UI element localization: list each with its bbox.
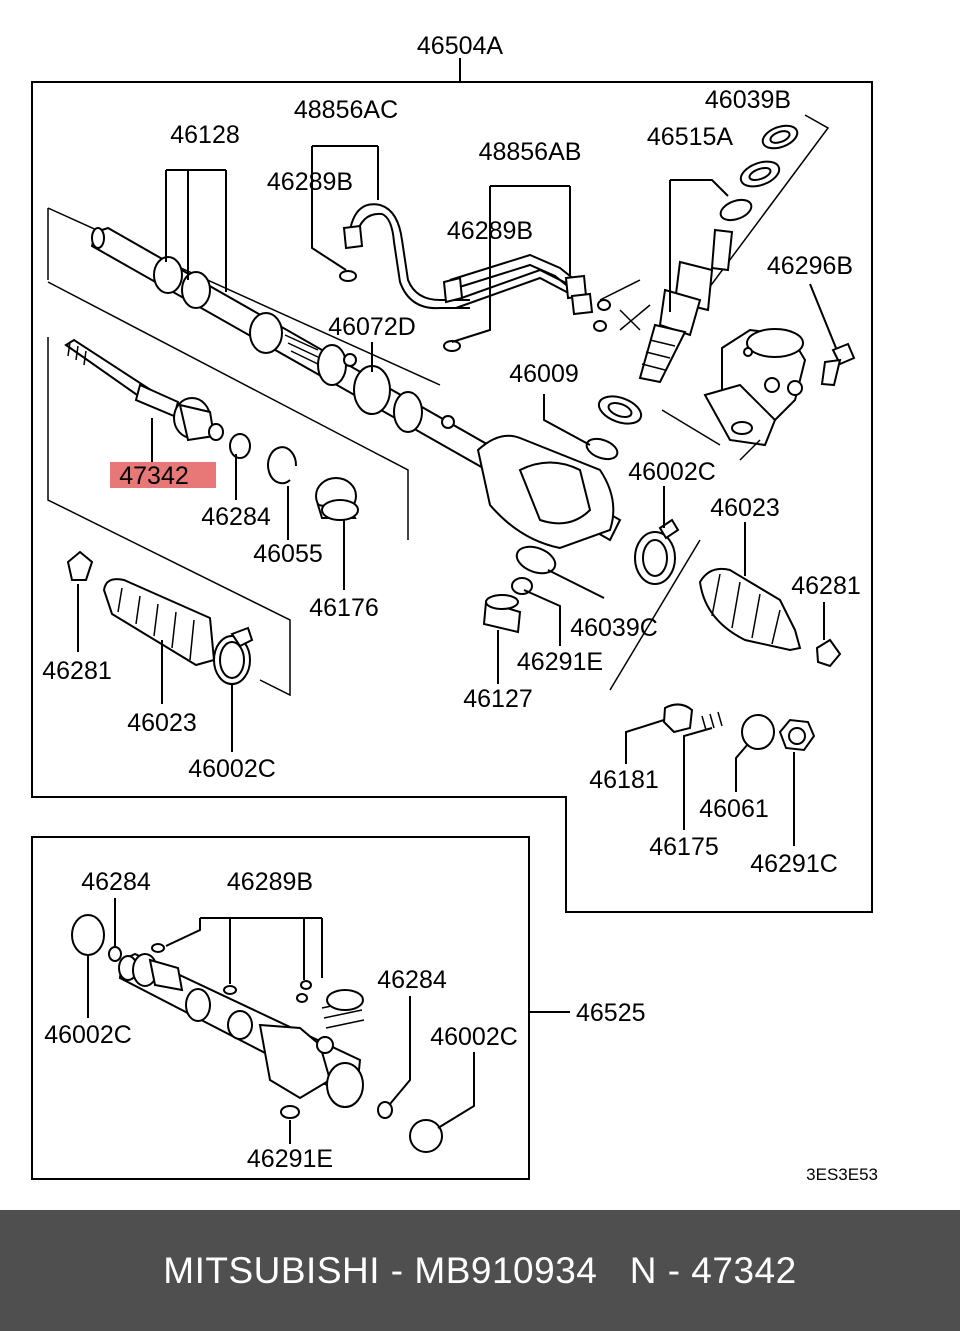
label-46289B-mid: 46289B xyxy=(447,217,533,245)
parts-diagram: 46504A 46525 xyxy=(31,32,878,1184)
label-46515A: 46515A xyxy=(647,123,734,151)
sub-label-46002C-right: 46002C xyxy=(430,1023,518,1051)
label-46055: 46055 xyxy=(253,540,323,568)
sub-assembly-frame xyxy=(31,836,530,1180)
sub-assembly-label: 46525 xyxy=(576,999,646,1027)
label-46284: 46284 xyxy=(201,503,271,531)
rack-assembly xyxy=(47,207,680,585)
sub-label-46284-left: 46284 xyxy=(81,868,151,896)
footer-part-text: MITSUBISHI - MB910934 N - 47342 xyxy=(163,1249,797,1291)
right-boot-assembly xyxy=(482,539,842,752)
main-assembly-frame xyxy=(31,81,873,913)
label-48856AC: 48856AC xyxy=(294,96,398,124)
label-46296B: 46296B xyxy=(767,252,853,280)
label-46127: 46127 xyxy=(463,685,533,713)
sub-label-46002C-left: 46002C xyxy=(44,1021,132,1049)
hydraulic-tubes xyxy=(339,203,611,352)
label-46281-left: 46281 xyxy=(42,657,112,685)
label-46023-right: 46023 xyxy=(710,494,780,522)
label-46039C: 46039C xyxy=(570,614,658,642)
label-46039B: 46039B xyxy=(705,86,791,114)
label-46023-left: 46023 xyxy=(127,709,197,737)
label-46002C-left: 46002C xyxy=(188,755,276,783)
highlight-box xyxy=(110,462,216,488)
pinion-assembly xyxy=(585,114,856,461)
tie-rod-assembly xyxy=(64,338,359,521)
drawing-code: 3ES3E53 xyxy=(806,1165,878,1184)
label-46291E: 46291E xyxy=(517,648,603,676)
label-46176: 46176 xyxy=(309,594,379,622)
left-boot-assembly xyxy=(47,337,291,697)
label-46175: 46175 xyxy=(649,833,719,861)
label-46002C-right: 46002C xyxy=(628,458,716,486)
sub-label-46289B: 46289B xyxy=(227,868,313,896)
label-46281-right: 46281 xyxy=(791,572,861,600)
label-46009: 46009 xyxy=(509,360,579,388)
sub-label-46284-right: 46284 xyxy=(377,966,447,994)
label-46061: 46061 xyxy=(699,795,769,823)
label-47342: 47342 xyxy=(119,462,189,490)
leader-lines xyxy=(77,145,837,1144)
label-48856AB: 48856AB xyxy=(479,138,582,166)
label-46181: 46181 xyxy=(589,766,659,794)
sub-assembly-drawing xyxy=(71,914,443,1153)
label-46128: 46128 xyxy=(170,121,240,149)
sub-label-46291E: 46291E xyxy=(247,1145,333,1173)
label-46072D: 46072D xyxy=(328,313,416,341)
label-46291C: 46291C xyxy=(750,850,838,878)
main-assembly-label: 46504A xyxy=(417,32,504,60)
label-46289B-top: 46289B xyxy=(267,168,353,196)
footer-bar: MITSUBISHI - MB910934 N - 47342 xyxy=(0,1210,960,1331)
